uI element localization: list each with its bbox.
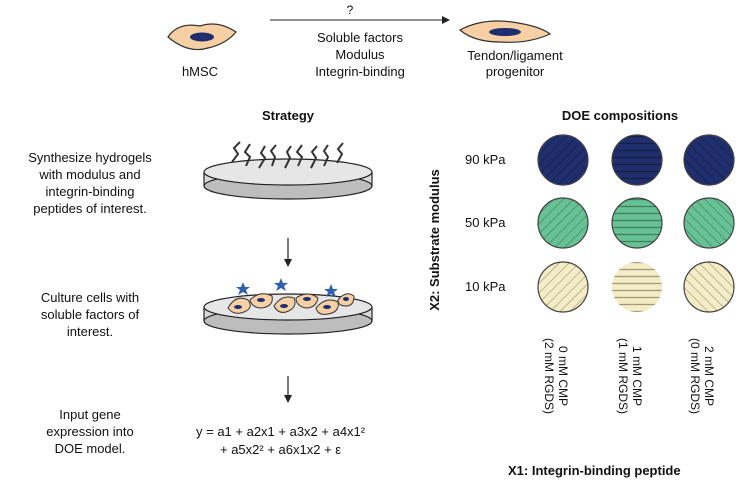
hydrogel-disc-icon <box>203 158 373 200</box>
equation-line2: + a5x2² + a6x1x2 + ε <box>220 442 342 457</box>
step2-line2: soluble factors of <box>40 307 140 322</box>
col-label-1cmp-line2: (1 mM RGDS) <box>616 338 630 414</box>
step3-line2: expression into <box>46 424 134 439</box>
hmsc-cell-icon <box>167 23 237 51</box>
factor-modulus: Modulus <box>335 47 385 62</box>
hmsc-label: hMSC <box>181 64 219 79</box>
factor-soluble: Soluble factors <box>317 30 403 45</box>
step3-line3: DOE model. <box>54 441 126 456</box>
row-label-10kpa: 10 kPa <box>465 279 506 294</box>
y-axis-label: X2: Substrate modulus <box>427 169 442 311</box>
question-mark: ? <box>346 3 354 17</box>
row-label-90kpa: 90 kPa <box>465 152 506 167</box>
progenitor-cell-icon <box>458 20 552 43</box>
step2-line1: Culture cells with <box>40 290 140 305</box>
equation-line1: y = a1 + a2x1 + a3x2 + a4x1² <box>196 424 366 439</box>
step2-line3: interest. <box>66 324 114 339</box>
step1-line3: integrin-binding <box>45 184 135 199</box>
step1-line2: with modulus and <box>39 167 141 182</box>
step1-line4: peptides of interest. <box>33 201 147 216</box>
factor-integrin: Integrin-binding <box>315 64 405 79</box>
col-label-0cmp-line2: (2 mM RGDS) <box>542 338 556 414</box>
doe-grid <box>537 134 735 313</box>
col-label-2cmp-line2: (0 mM RGDS) <box>688 338 702 414</box>
soluble-factor-star-icons <box>236 278 338 297</box>
step3-line1: Input gene <box>59 407 121 422</box>
col-label-1cmp: 1 mM CMP (1 mM RGDS) <box>616 316 644 436</box>
x-axis-label: X1: Integrin-binding peptide <box>508 463 681 478</box>
differentiation-arrowhead <box>442 16 450 24</box>
col-label-0cmp: 0 mM CMP (2 mM RGDS) <box>542 316 570 436</box>
col-label-2cmp: 2 mM CMP (0 mM RGDS) <box>688 316 716 436</box>
col-label-2cmp-line1: 2 mM CMP <box>702 346 716 406</box>
step1-line1: Synthesize hydrogels <box>28 150 152 165</box>
col-label-1cmp-line1: 1 mM CMP <box>630 346 644 406</box>
row-label-50kpa: 50 kPa <box>465 215 506 230</box>
strategy-title: Strategy <box>261 108 315 123</box>
progenitor-label-line1: Tendon/ligament <box>467 48 563 63</box>
progenitor-label-line2: progenitor <box>485 64 545 79</box>
col-label-0cmp-line1: 0 mM CMP <box>556 346 570 406</box>
doe-title: DOE compositions <box>561 108 679 123</box>
peptide-strands-icon <box>231 141 344 169</box>
